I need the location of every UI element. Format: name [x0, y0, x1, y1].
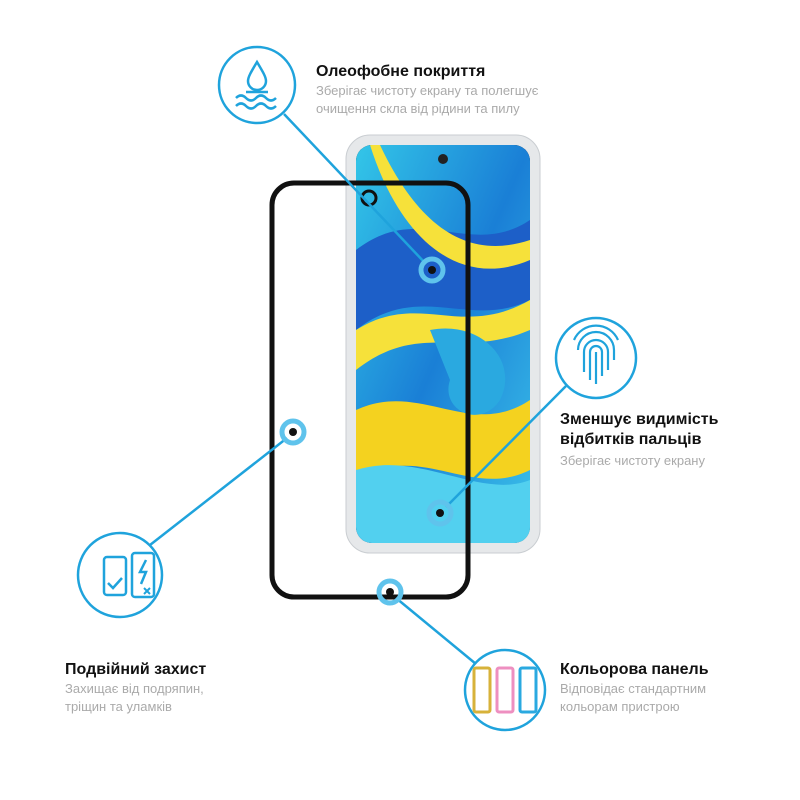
feature-desc-line: Зберігає чистоту екрану [560, 453, 705, 468]
double-protection-icon [76, 531, 164, 619]
water-drop-icon [217, 45, 297, 125]
target-markers [279, 256, 454, 606]
glass-frame [269, 180, 471, 600]
feature-desc-line: Зберігає чистоту екрану та полегшує [316, 83, 539, 98]
colored-frames-icon [463, 648, 547, 732]
feature-title: Подвійний захист [65, 661, 207, 678]
feature-desc-line: тріщин та уламків [65, 699, 172, 714]
fingerprint-icon [554, 316, 638, 400]
feature-desc-line: Відповідає стандартним [560, 681, 707, 696]
feature-title: Олеофобне покриття [316, 63, 486, 80]
feature-fingerprint: Зменшує видимість відбитків пальців Збер… [560, 410, 718, 470]
feature-oleophobic: Олеофобне покриття Зберігає чистоту екра… [316, 62, 538, 118]
phone-image [345, 134, 541, 554]
feature-color-panel: Кольорова панель Відповідає стандартним … [560, 660, 709, 716]
feature-double-protection: Подвійний захист Захищає від подряпин, т… [65, 660, 206, 716]
feature-title: відбитків пальців [560, 431, 702, 448]
feature-desc-line: Захищає від подряпин, [65, 681, 204, 696]
feature-desc-line: кольорам пристрою [560, 699, 680, 714]
feature-title: Кольорова панель [560, 661, 709, 678]
feature-desc-line: очищення скла від рідини та пилу [316, 101, 520, 116]
connector-lines [149, 113, 567, 665]
feature-title: Зменшує видимість [560, 411, 719, 428]
